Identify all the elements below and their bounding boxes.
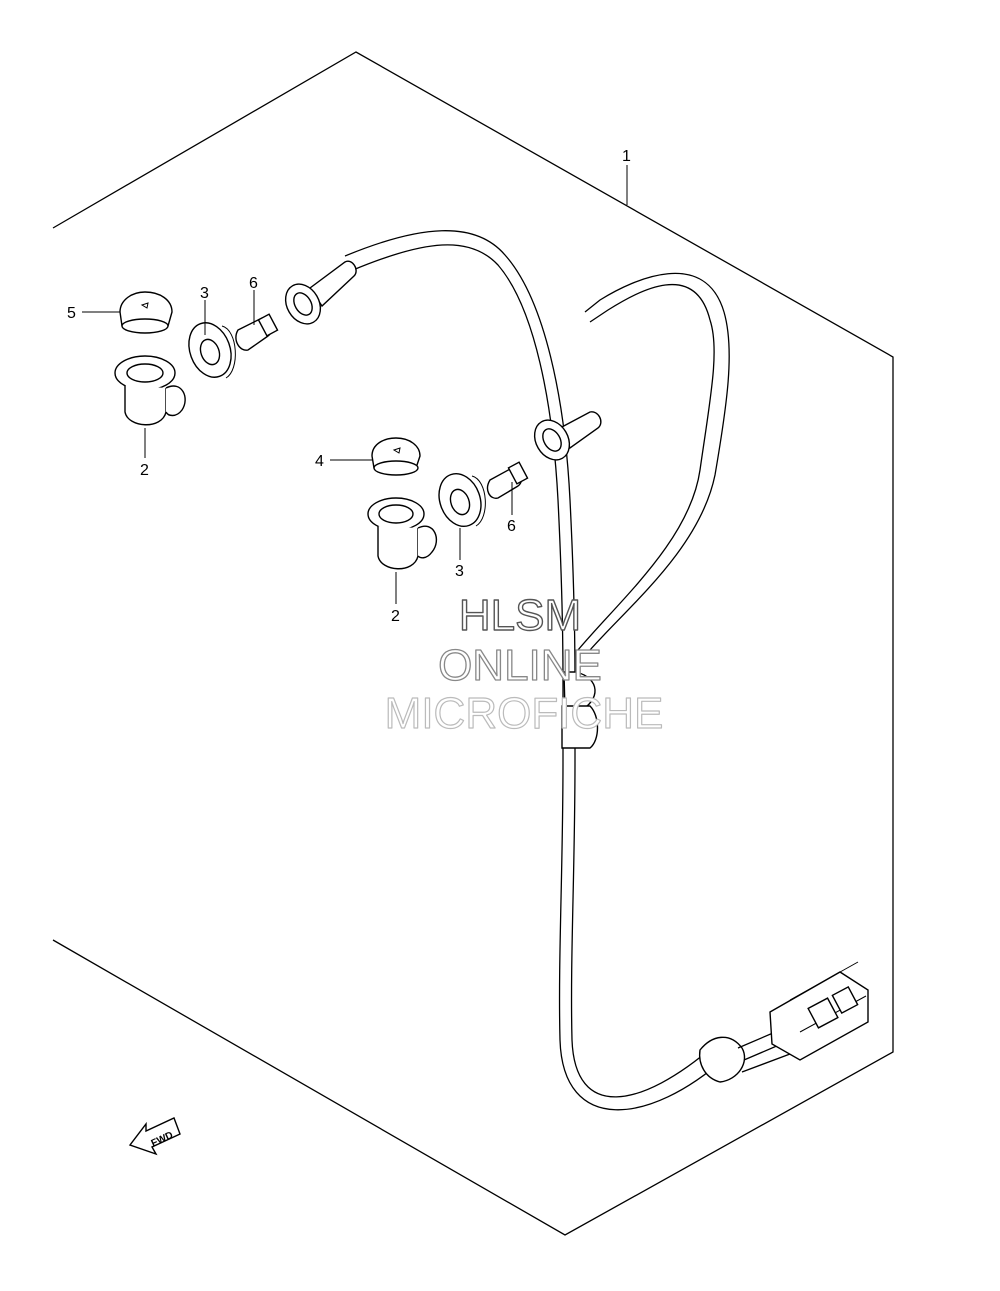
leader-lines xyxy=(82,165,628,604)
part-3-grommet-lower xyxy=(438,473,486,527)
fwd-arrow-icon: FWD xyxy=(128,1117,181,1156)
callout-1: 1 xyxy=(622,148,631,165)
part-2-socket-upper xyxy=(114,355,186,426)
box-outline xyxy=(52,51,894,1236)
part-6-bulb-lower xyxy=(486,461,529,499)
callout-3-upper: 3 xyxy=(200,285,209,302)
part-3-grommet-upper xyxy=(188,322,236,379)
callout-2-upper: 2 xyxy=(140,462,149,479)
part-2-socket-lower xyxy=(367,497,437,570)
part-6-bulb-upper xyxy=(235,313,279,351)
watermark-line-2: ONLINE xyxy=(438,641,602,690)
callout-2-lower: 2 xyxy=(391,608,400,625)
watermark-line-3: MICROFICHE xyxy=(385,689,664,738)
callout-5: 5 xyxy=(67,305,76,322)
wiring-harness xyxy=(284,230,869,1111)
watermark-line-1: HLSM xyxy=(459,591,581,640)
callout-6-upper: 6 xyxy=(249,275,258,292)
callout-3-lower: 3 xyxy=(455,563,464,580)
callout-6-lower: 6 xyxy=(507,518,516,535)
part-4-cap xyxy=(371,437,421,476)
part-5-cap xyxy=(119,291,173,334)
callouts: 1 5 3 6 2 4 6 3 2 xyxy=(67,148,631,625)
watermark: HLSM ONLINE MICROFICHE xyxy=(384,590,664,738)
callout-4: 4 xyxy=(315,453,324,470)
